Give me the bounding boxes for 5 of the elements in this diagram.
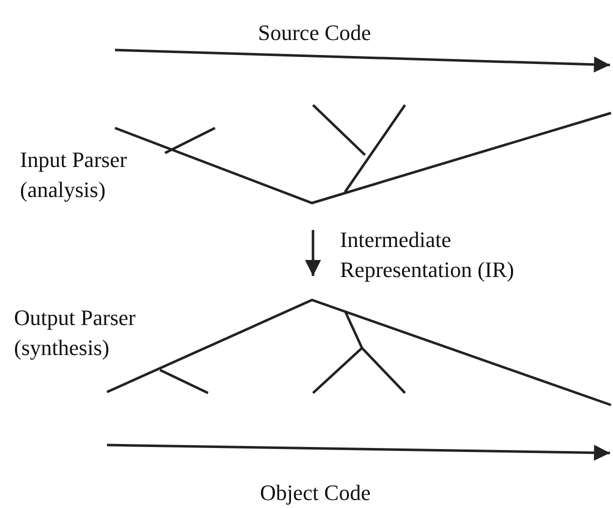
- stage-label: Intermediate Representation (IR): [340, 226, 516, 284]
- heading: Object Code: [260, 479, 371, 507]
- stage-label: Output Parser (synthesis): [14, 304, 137, 362]
- stage-label: Input Parser (analysis): [20, 146, 128, 204]
- heading: Source Code: [258, 19, 372, 47]
